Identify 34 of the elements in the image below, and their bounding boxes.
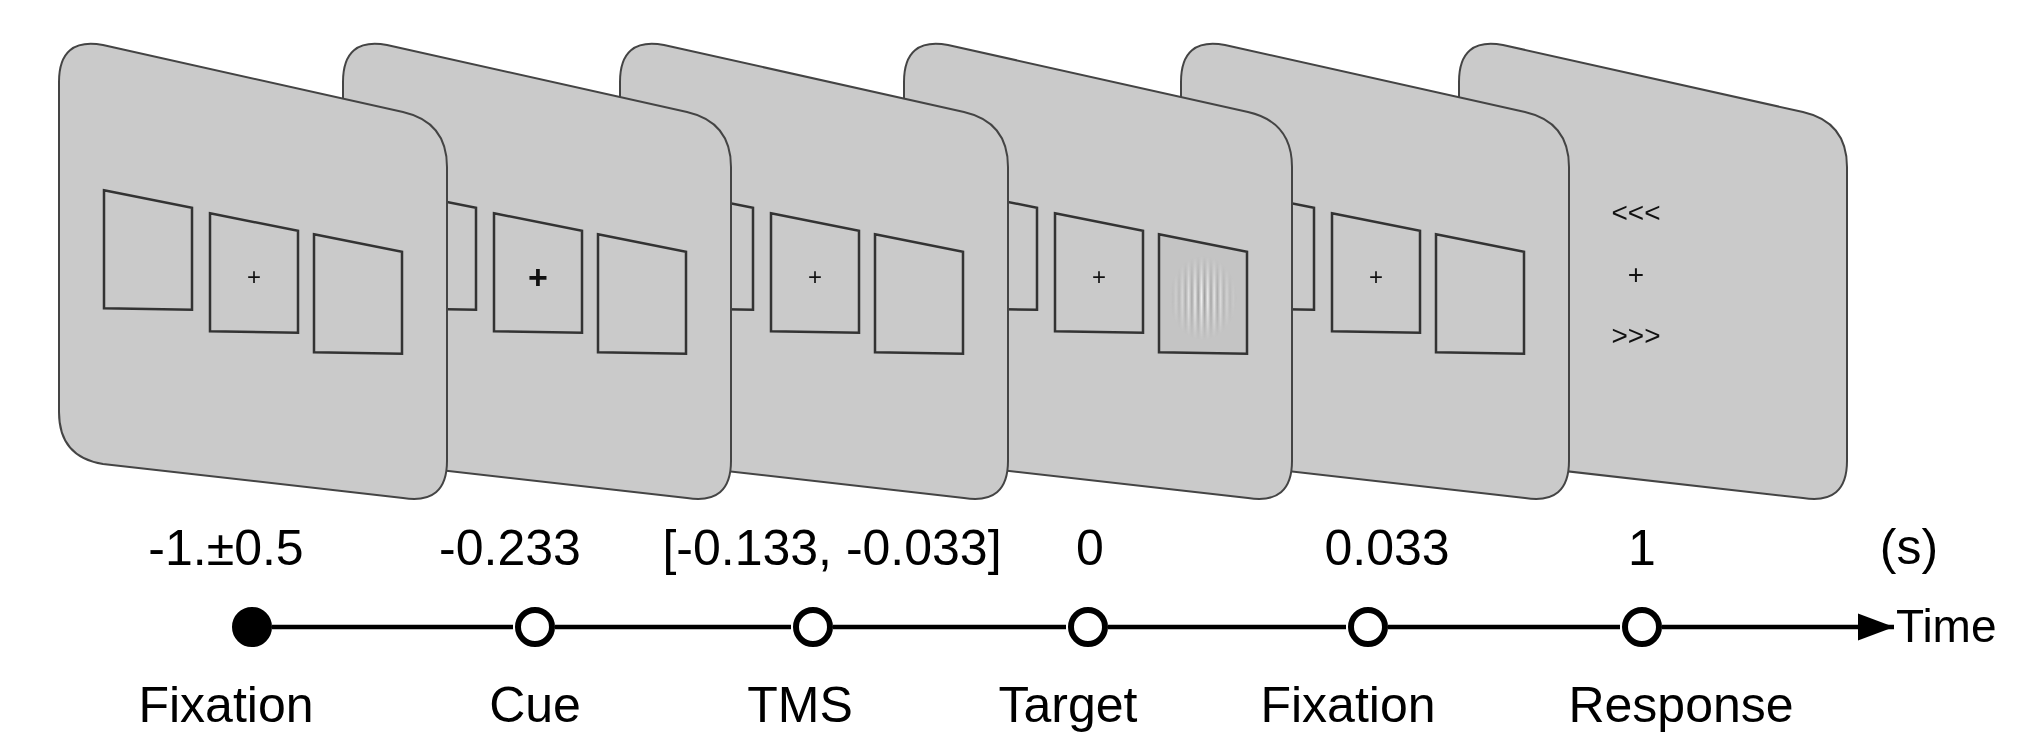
time-label: [-0.133, -0.033]	[662, 523, 1002, 573]
arrow-symbols: <<<	[1611, 199, 1661, 227]
timeline-line	[1388, 624, 1620, 630]
timeline-line	[1108, 624, 1346, 630]
time-label: 1	[1628, 523, 1656, 573]
fixation-cross: +	[247, 265, 261, 289]
fixation-cross: +	[808, 265, 822, 289]
event-label: Target	[998, 680, 1138, 730]
timeline-marker	[1622, 607, 1662, 647]
timeline-line	[555, 624, 791, 630]
timeline-marker	[1348, 607, 1388, 647]
time-label: 0.033	[1324, 523, 1450, 573]
fixation-cross: +	[1092, 265, 1106, 289]
fixation-cross: +	[1369, 265, 1383, 289]
timeline-marker	[1068, 607, 1108, 647]
fixation-cross: +	[1627, 260, 1645, 289]
timeline-marker	[515, 607, 555, 647]
timeline-line	[833, 624, 1066, 630]
timeline-line	[272, 624, 513, 630]
arrow-symbols: >>>	[1611, 322, 1661, 350]
event-label: TMS	[747, 680, 853, 730]
unit-label: (s)	[1879, 522, 1939, 572]
time-label: 0	[1076, 523, 1104, 573]
event-label: Cue	[489, 680, 581, 730]
timeline-arrow	[1662, 613, 1894, 641]
event-label: Response	[1568, 680, 1794, 730]
time-label: -1.±0.5	[148, 523, 304, 573]
axis-label: Time	[1896, 603, 1997, 649]
event-label: Fixation	[1260, 680, 1436, 730]
timeline-marker	[793, 607, 833, 647]
event-label: Fixation	[138, 680, 314, 730]
filled-timeline-marker	[232, 607, 272, 647]
fixation-cross: +	[528, 260, 548, 294]
time-label: -0.233	[439, 523, 581, 573]
